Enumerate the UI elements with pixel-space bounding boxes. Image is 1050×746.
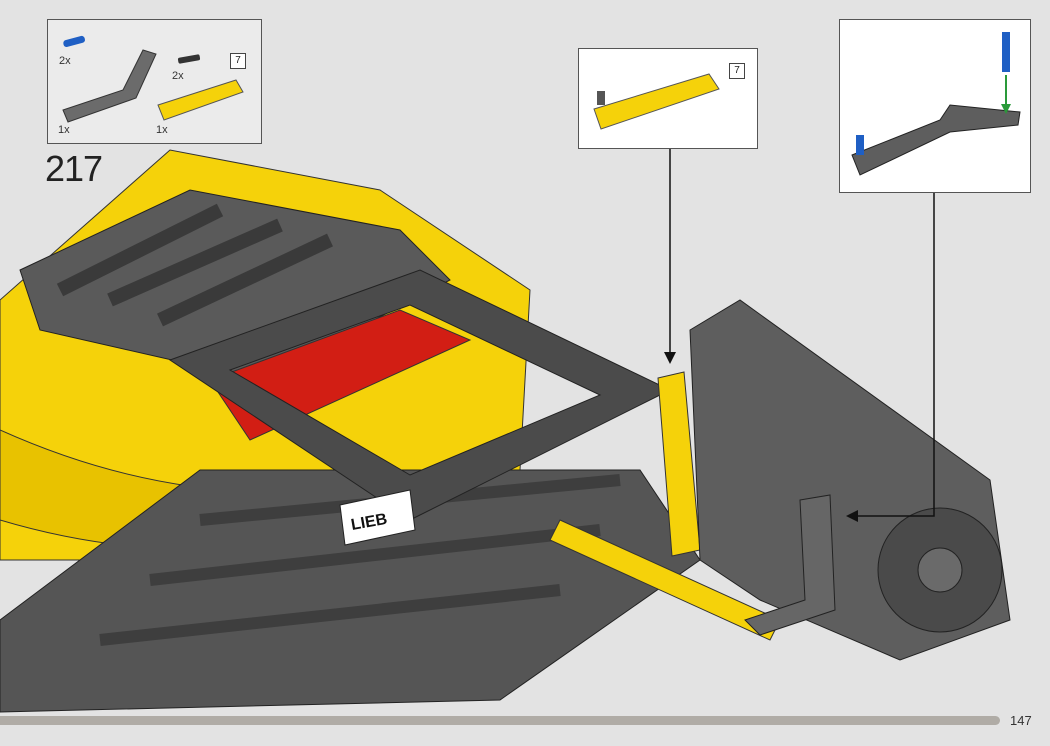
svg-text:LIEB: LIEB (350, 511, 389, 534)
page-progress-bar (0, 716, 1000, 725)
beam-length-badge: 7 (230, 53, 246, 69)
callout-yellow-beam: 7 (578, 48, 758, 149)
callout-bent-beam (839, 19, 1031, 193)
qty-blue-pin: 2x (59, 55, 71, 67)
callout-length-badge: 7 (729, 63, 745, 79)
new-bent-beam (744, 494, 836, 636)
callout-line-2 (855, 191, 935, 517)
yellow-beam-with-pin-icon (593, 73, 720, 130)
black-pin-icon (177, 54, 201, 64)
page-number: 147 (1010, 713, 1032, 728)
step-number: 217 (45, 148, 103, 189)
qty-bent-beam: 1x (58, 124, 70, 136)
gray-bent-beam-icon (62, 49, 157, 123)
blue-pin-icon (63, 35, 85, 48)
qty-yellow-beam: 1x (156, 124, 168, 136)
parts-illustration (62, 35, 244, 123)
parts-list-panel: 2x 1x 2x 1x 7 (47, 19, 262, 144)
qty-black-pin: 2x (172, 70, 184, 82)
bent-beam-with-pins-icon (851, 32, 1021, 176)
yellow-beam-icon (157, 79, 244, 121)
